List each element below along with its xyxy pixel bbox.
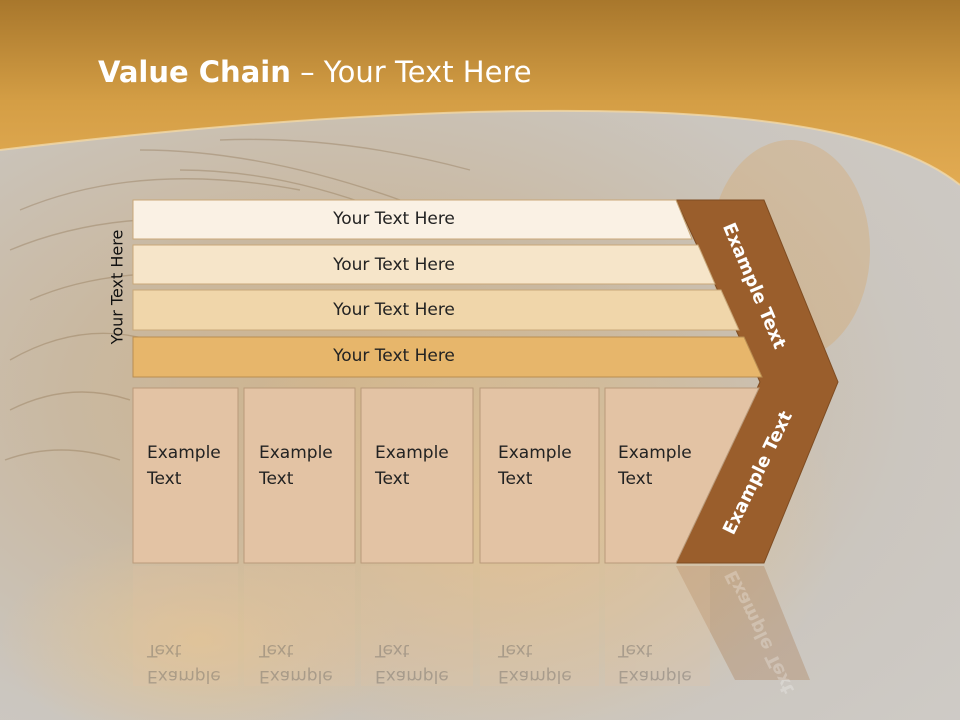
side-label: Your Text Here [99, 221, 135, 353]
column-5-line2: Text [618, 469, 653, 489]
column-2-line2: Text [259, 469, 294, 489]
row-1: Your Text Here [134, 200, 694, 238]
column-3-line1: Example [375, 443, 449, 463]
column-3-reflection-line2: Text [375, 640, 410, 660]
column-4-reflection: Example Text [484, 566, 599, 686]
columns-reflection [133, 566, 710, 686]
column-1-line1: Example [147, 443, 221, 463]
column-4-reflection-line2: Text [498, 640, 533, 660]
header-edge [0, 109, 960, 186]
row-shape-3 [132, 289, 740, 331]
column-5-reflection: Example Text [604, 566, 704, 686]
column-2-reflection: Example Text [245, 566, 355, 686]
column-box-3 [360, 387, 474, 564]
row-2: Your Text Here [134, 246, 694, 284]
row-shape-1 [132, 199, 693, 240]
title-bold: Value Chain [98, 55, 291, 89]
row-3: Your Text Here [134, 291, 694, 329]
row-shape-4 [132, 336, 763, 378]
column-box-1 [132, 387, 239, 564]
column-3-reflection: Example Text [361, 566, 473, 686]
column-4-reflection-line1: Example [498, 666, 572, 686]
column-1-reflection-line1: Example [147, 666, 221, 686]
header-band [0, 0, 960, 185]
row-1-label: Your Text Here [333, 209, 455, 229]
warm-glow-bottom [0, 530, 400, 720]
title-rest: – Your Text Here [290, 55, 532, 89]
column-5-reflection-line2: Text [618, 640, 653, 660]
chevron-arrow [675, 199, 839, 564]
row-4: Your Text Here [134, 337, 694, 375]
row-2-label: Your Text Here [333, 255, 455, 275]
column-2-line1: Example [259, 443, 333, 463]
column-3-line2: Text [375, 469, 410, 489]
column-1-reflection-line2: Text [147, 640, 182, 660]
column-box-5 [604, 387, 760, 564]
column-4-line2: Text [498, 469, 533, 489]
side-label-text: Your Text Here [107, 229, 127, 345]
column-2-reflection-line2: Text [259, 640, 294, 660]
chevron-reflection [676, 566, 810, 680]
column-5-line1: Example [618, 443, 692, 463]
slide-title: Value Chain – Your Text Here [98, 55, 532, 89]
column-4-line1: Example [498, 443, 572, 463]
row-4-label: Your Text Here [333, 346, 455, 366]
column-box-2 [243, 387, 356, 564]
column-box-4 [479, 387, 600, 564]
row-shape-2 [132, 244, 716, 285]
row-3-label: Your Text Here [333, 300, 455, 320]
column-1-reflection: Example Text [133, 566, 238, 686]
column-2-reflection-line1: Example [259, 666, 333, 686]
column-3-reflection-line1: Example [375, 666, 449, 686]
column-5-reflection-line1: Example [618, 666, 692, 686]
column-1-line2: Text [147, 469, 182, 489]
